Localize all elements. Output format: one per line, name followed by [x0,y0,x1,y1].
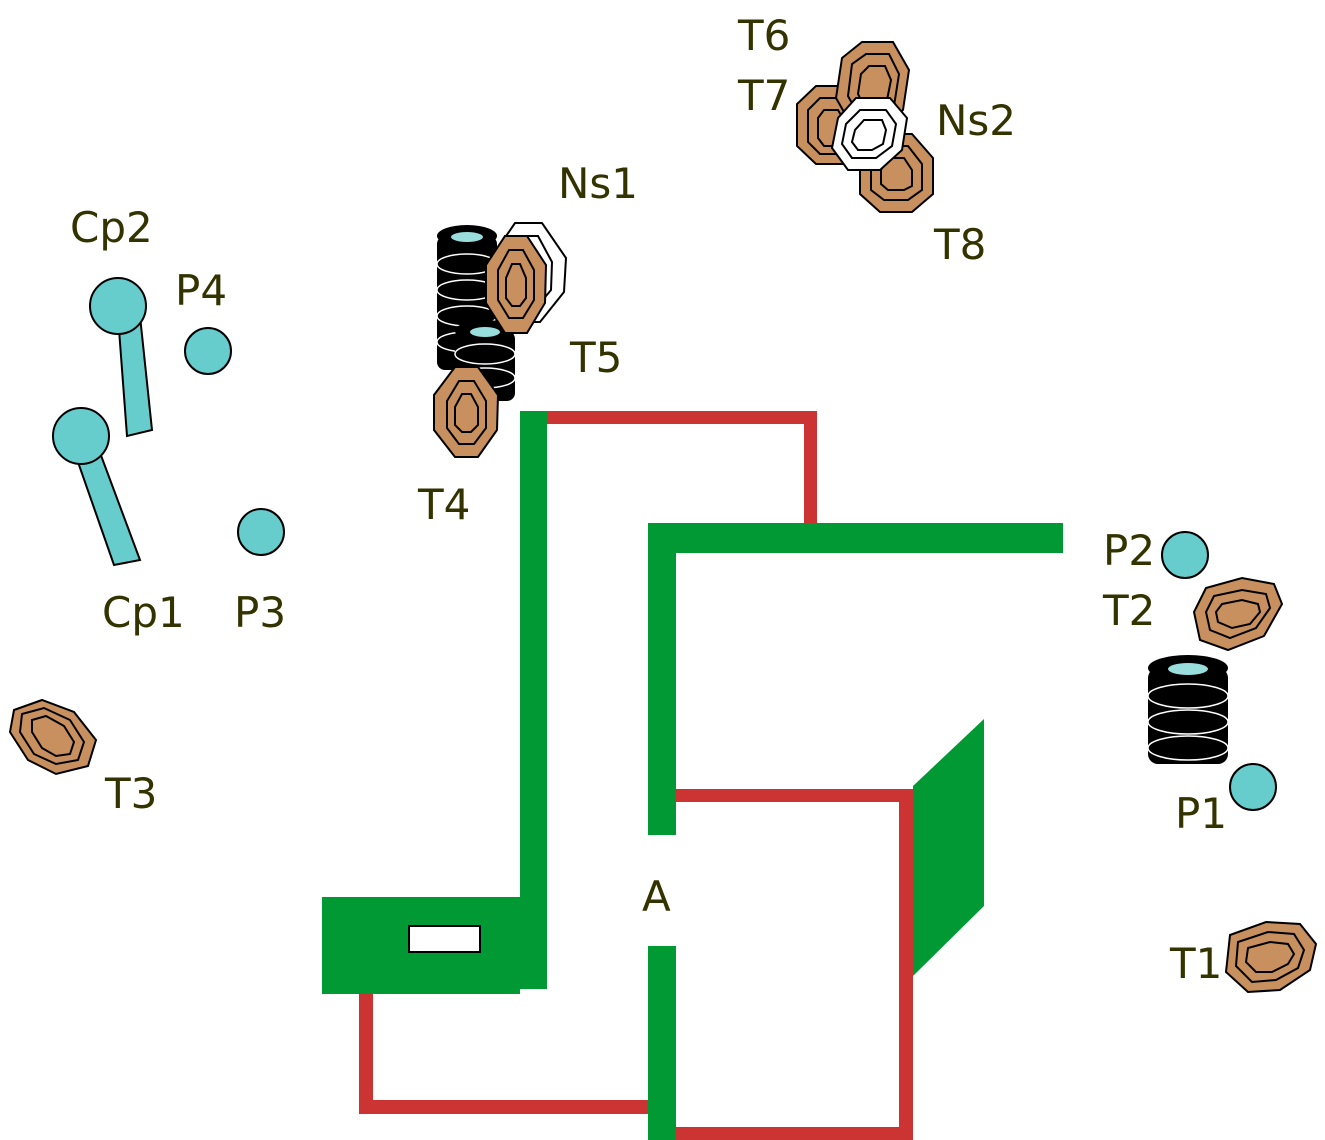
label-t4: T4 [417,480,470,529]
label-t5: T5 [569,333,622,382]
target-t1 [1224,920,1318,994]
popper-p2 [1161,531,1209,579]
label-cp1: Cp1 [102,588,185,637]
green-box-side [518,897,547,989]
label-a: A [642,872,671,921]
label-t1: T1 [1169,939,1222,988]
box-window [408,925,481,953]
label-t3: T3 [104,769,157,818]
no-shoot-ns2 [830,97,909,171]
red-wall-bottom-right-h [675,1127,913,1140]
label-p4: P4 [175,266,227,315]
label-t7: T7 [737,71,790,120]
green-angled-panel [913,719,984,976]
target-t3 [8,698,98,776]
green-wall-top-h [648,523,1063,553]
red-wall-left-v [359,990,373,1114]
label-p3: P3 [234,588,286,637]
red-walls [359,411,913,1140]
red-wall-top-h [545,411,817,424]
pole-cp1 [52,407,142,567]
label-t6: T6 [737,11,790,60]
target-t5 [485,235,548,334]
popper-p4 [184,327,232,375]
red-wall-mid-h [675,789,913,802]
target-t4 [433,366,500,458]
barrel-stack-right [1147,655,1229,764]
label-ns2: Ns2 [936,96,1016,145]
green-wall-long-v [520,411,547,989]
green-wall-lower-v [648,946,676,1140]
label-p2: P2 [1103,526,1155,575]
popper-p3 [237,508,285,556]
popper-p1 [1229,763,1277,811]
red-wall-bottom-left-h [359,1100,649,1114]
target-t2 [1192,576,1284,652]
red-wall-top-v [804,411,817,526]
label-ns1: Ns1 [558,159,638,208]
red-wall-right-v [899,789,913,1140]
label-p1: P1 [1175,789,1227,838]
green-wall-upper-v [648,523,676,835]
green-walls [322,411,1063,1140]
label-t2: T2 [1102,586,1155,635]
pole-cp2 [89,277,154,438]
label-t8: T8 [933,220,986,269]
label-cp2: Cp2 [70,203,153,252]
